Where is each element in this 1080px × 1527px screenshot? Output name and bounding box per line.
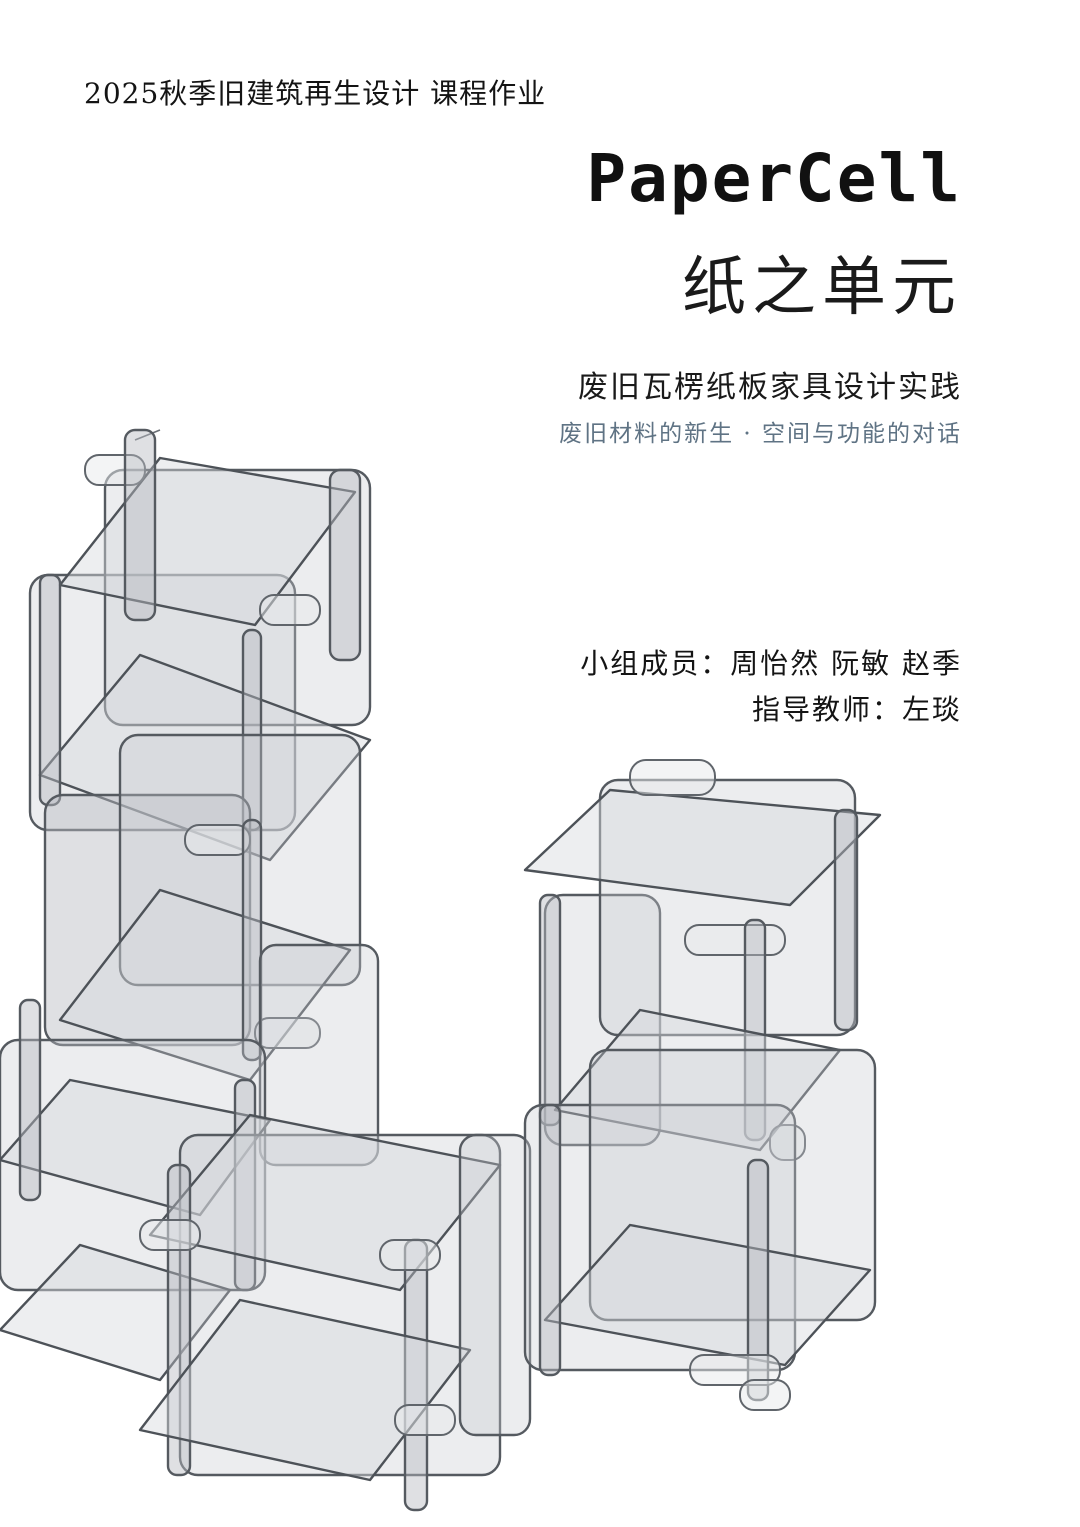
advisor: 指导教师：左琰 [751, 693, 962, 726]
left-stack-middle-unit [43, 733, 380, 1167]
front-wide-unit [138, 1113, 532, 1512]
project-tagline: 废旧材料的新生 · 空间与功能的对话 [559, 421, 962, 447]
chinese-title: 纸之单元 [682, 251, 962, 325]
english-title: PaperCell [586, 140, 962, 217]
right-stack-top-unit [523, 759, 882, 1161]
course-header: 2025秋季旧建筑再生设计 课程作业 [84, 77, 547, 110]
project-subtitle: 废旧瓦楞纸板家具设计实践 [578, 370, 962, 405]
credits-block: 小组成员：周怡然 阮敏 赵季 指导教师：左琰 [580, 641, 962, 733]
left-stack-top-unit [28, 428, 372, 862]
team-members: 小组成员：周怡然 阮敏 赵季 [580, 647, 962, 680]
right-stack-bottom-unit [523, 1048, 877, 1411]
